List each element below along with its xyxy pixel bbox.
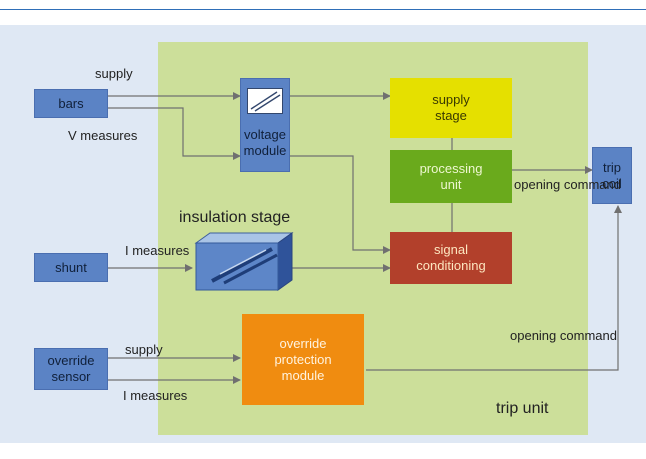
shunt-label: shunt <box>55 259 87 275</box>
supply-stage-label: supply stage <box>432 92 470 123</box>
signal-conditioning-label: signal conditioning <box>416 242 486 273</box>
shunt-block: shunt <box>34 253 108 282</box>
opening-command-label-top: opening command <box>514 177 621 192</box>
trip-unit-label: trip unit <box>496 400 549 417</box>
supply-stage-block: supply stage <box>390 78 512 138</box>
override-sensor-label: override sensor <box>47 353 95 384</box>
insulation-stage-label: insulation stage <box>179 209 291 226</box>
supply-label-bottom: supply <box>125 342 163 357</box>
bars-label: bars <box>58 95 84 111</box>
insulation-block <box>194 232 294 291</box>
bars-block: bars <box>34 89 108 118</box>
override-to-trip-coil-connector <box>366 205 622 371</box>
voltage-module-block: voltage module <box>240 78 290 172</box>
opening-command-label-bottom: opening command <box>510 328 617 343</box>
bars-vmeasure-connector <box>108 107 241 160</box>
override-protection-label: override protection module <box>274 335 332 383</box>
i-measures-label-shunt: I measures <box>125 243 190 258</box>
voltage-to-signal-connector <box>290 155 391 254</box>
processing-unit-label: processing unit <box>419 160 483 192</box>
trip-coil-label: trip coil <box>602 159 622 191</box>
override-sensor-block: override sensor <box>34 348 108 390</box>
signal-conditioning-block: signal conditioning <box>390 232 512 284</box>
i-measures-label-sensor: I measures <box>123 388 188 403</box>
override-protection-block: override protection module <box>242 314 364 405</box>
voltage-module-label: voltage module <box>243 127 287 158</box>
supply-label-top: supply <box>95 66 133 81</box>
processing-unit-block: processing unit <box>390 150 512 203</box>
trip-coil-block: trip coil <box>592 147 632 204</box>
top-rule <box>0 9 646 10</box>
v-measures-label: V measures <box>68 128 138 143</box>
transformer-icon <box>247 88 283 114</box>
